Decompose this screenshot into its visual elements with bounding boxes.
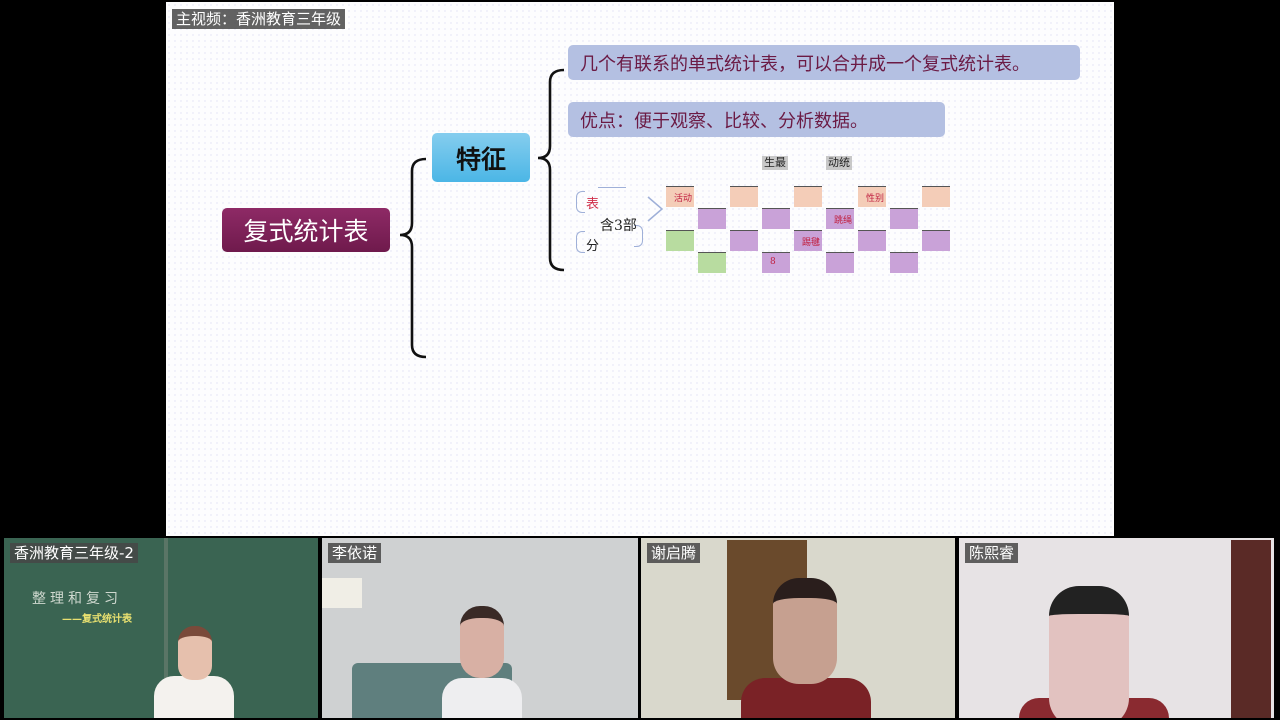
participant-name: 李依诺 [328, 543, 382, 563]
table-fragment-text: 踢毽 [802, 238, 821, 248]
person-head [1049, 586, 1129, 718]
table-fragment-cell [922, 230, 950, 251]
table-header-fragment-2: 动统 [826, 156, 852, 170]
feature-point-2: 优点：便于观察、比较、分析数据。 [568, 102, 945, 137]
table-fragment-cell [858, 230, 886, 251]
table-fragment-cell [730, 186, 758, 207]
table-fragment-cell [698, 252, 726, 273]
bubble-char-3: 分 [586, 239, 600, 254]
table-fragment-cell: 跳绳 [826, 208, 854, 229]
table-fragment-cell [890, 208, 918, 229]
main-video-slide: 主视频：香洲教育三年级 复式统计表 特征 几个有联系的单式统计表，可以合并成一个… [166, 2, 1114, 536]
bubble-char-1: 表 [586, 197, 600, 212]
board-title: 整理和复习 [32, 591, 122, 607]
person-head [460, 606, 504, 678]
lamp [322, 578, 362, 608]
board-divider [164, 538, 168, 718]
table-fragment-cell [666, 230, 694, 251]
table-fragment-text: 性别 [866, 194, 885, 204]
table-fragment-text: 8 [770, 257, 776, 267]
table-header-fragment-1: 生最 [762, 156, 788, 170]
participant-name: 谢启腾 [647, 543, 701, 563]
participant-name: 陈熙睿 [965, 543, 1019, 563]
feature-brace [537, 68, 565, 272]
table-fragment-cell [922, 186, 950, 207]
table-fragment-cell [730, 230, 758, 251]
root-node-compound-table: 复式统计表 [222, 208, 390, 252]
partial-table-graphic: 生最 动统 活动 性别跳绳踢毽 8 [666, 152, 956, 277]
table-fragment-cell: 踢毽 [794, 230, 822, 251]
arrow-icon [647, 196, 664, 222]
participant-tile-teacher[interactable]: 整理和复习 ——复式统计表 香洲教育三年级-2 [4, 538, 318, 718]
table-fragment-cell [794, 186, 822, 207]
feature-node: 特征 [432, 133, 530, 182]
participant-tile[interactable]: 陈熙睿 [959, 538, 1274, 718]
main-video-label: 主视频：香洲教育三年级 [172, 9, 346, 29]
root-brace [399, 157, 427, 359]
teacher-figure [154, 676, 234, 718]
board-subtitle: ——复式统计表 [62, 614, 132, 625]
teacher-head [178, 626, 212, 680]
participant-tile[interactable]: 谢启腾 [641, 538, 955, 718]
feature-point-1: 几个有联系的单式统计表，可以合并成一个复式统计表。 [568, 45, 1080, 80]
table-fragment-cell: 性别 [858, 186, 886, 207]
table-fragment-text: 活动 [674, 194, 693, 204]
table-fragment-cell [826, 252, 854, 273]
table-fragment-cell: 8 [762, 252, 790, 273]
person-body [741, 678, 871, 718]
table-fragment-cell [698, 208, 726, 229]
table-fragment-cell: 活动 [666, 186, 694, 207]
participant-tile[interactable]: 李依诺 [322, 538, 638, 718]
table-fragment-cell [890, 252, 918, 273]
table-fragment-cell [762, 208, 790, 229]
participant-name: 香洲教育三年级-2 [10, 543, 138, 563]
table-fragment-text: 跳绳 [834, 216, 853, 226]
door [1231, 540, 1271, 718]
bubble-text: 含3部 [600, 218, 637, 234]
person-head [773, 578, 837, 684]
person-body [442, 678, 522, 718]
partial-structure-bubble: 表 含3部 分 [576, 185, 664, 255]
